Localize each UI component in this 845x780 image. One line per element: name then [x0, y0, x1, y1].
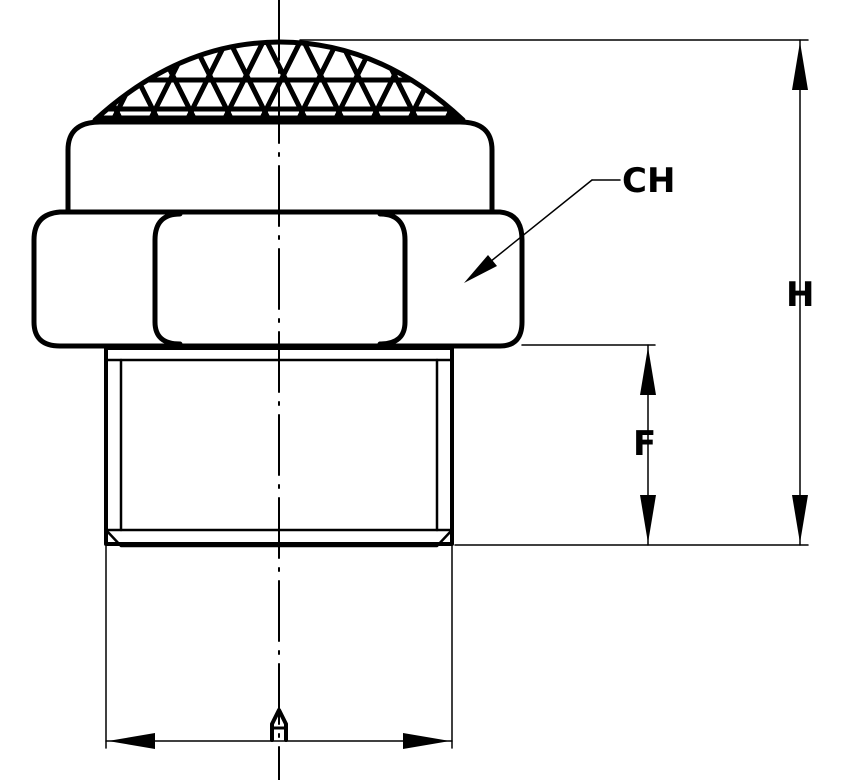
arrow-h-bottom — [792, 495, 808, 543]
arrow-a-left — [108, 733, 155, 749]
label-ch: CH — [622, 161, 676, 201]
dimension-h — [299, 39, 809, 546]
arrow-f-top — [640, 347, 656, 395]
arrow-ch — [464, 255, 497, 283]
label-f: F — [633, 424, 657, 464]
arrowheads — [108, 42, 808, 749]
arrow-f-bottom — [640, 495, 656, 543]
dimension-a — [105, 545, 453, 749]
hex-nut — [31, 209, 525, 349]
label-h: H — [786, 275, 815, 315]
arrow-a-right — [403, 733, 450, 749]
arrow-h-top — [792, 42, 808, 90]
knurled-dome — [92, 39, 466, 123]
